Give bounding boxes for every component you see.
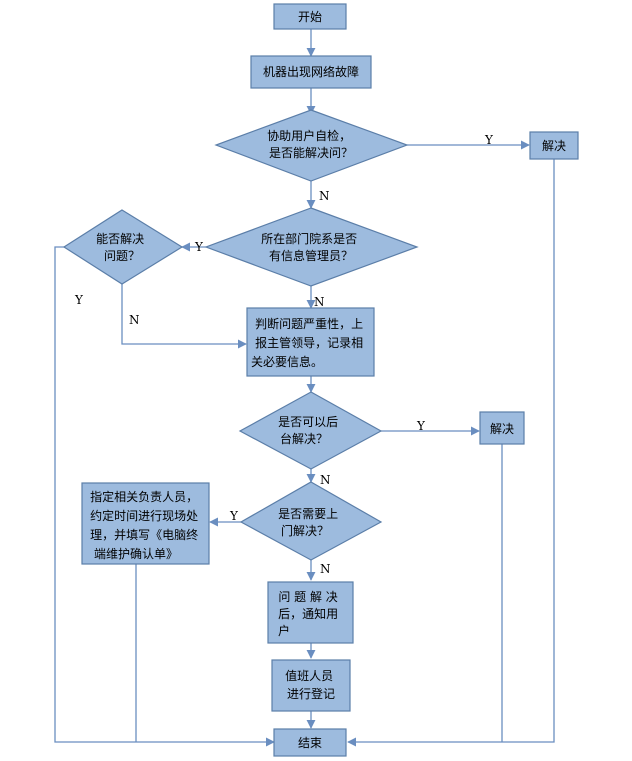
self-check-no-label: N [319,189,330,203]
self-check-decision [214,109,409,182]
register-node [271,659,351,712]
has-admin-decision [204,207,419,287]
edge-solve1-to-end [347,159,555,747]
admin-no-label: N [129,313,140,327]
admin-can-solve-label: 能否解决 问题？ [96,232,148,263]
edge-admin-yes-to-end [54,246,275,747]
admin-can-solve-decision [62,209,184,285]
assign-node [81,482,210,565]
remote-decision [238,391,383,470]
has-admin-yes-label: Y [194,240,204,254]
edge-admin-no-to-judge [121,284,247,349]
end-node [273,728,347,757]
fault-node [250,55,372,89]
solve-1-node [529,131,579,160]
self-check-label: 协助用户自检， 是否能解决问？ [267,128,355,160]
judge-node [246,307,375,377]
onsite-decision [239,481,383,561]
onsite-no-label: N [320,562,331,576]
self-check-yes-label: Y [484,133,494,147]
solve-2-node [479,411,525,445]
remote-label: 是否可以后 台解决？ [278,415,342,446]
fault-label: 机器出现网络故障 [263,64,359,79]
remote-no-label: N [320,473,331,487]
start-label: 开始 [298,10,322,24]
notify-node [267,581,354,644]
has-admin-no-label: N [314,295,325,309]
notify-label: 问 题 解 决 后，通知用 户 [278,590,342,638]
judge-label: 判断问题严重性，上 报主管领导，记录相 关必要信息。 [251,316,367,369]
has-admin-label: 所在部门院系是否 有信息管理员？ [261,231,361,263]
end-label: 结束 [298,736,322,750]
onsite-yes-label: Y [229,509,239,523]
start-node [273,3,347,30]
solve-2-label: 解决 [490,422,514,436]
onsite-label: 是否需要上 门解决？ [278,507,342,538]
admin-yes-label: Y [74,293,84,307]
assign-label: 指定相关负责人员， 约定时间进行现场处 理，并填写《电脑终 端维护确认单》 [90,489,202,561]
solve-1-label: 解决 [542,139,566,153]
register-label: 值班人员 进行登记 [285,668,337,701]
remote-yes-label: Y [416,419,426,433]
